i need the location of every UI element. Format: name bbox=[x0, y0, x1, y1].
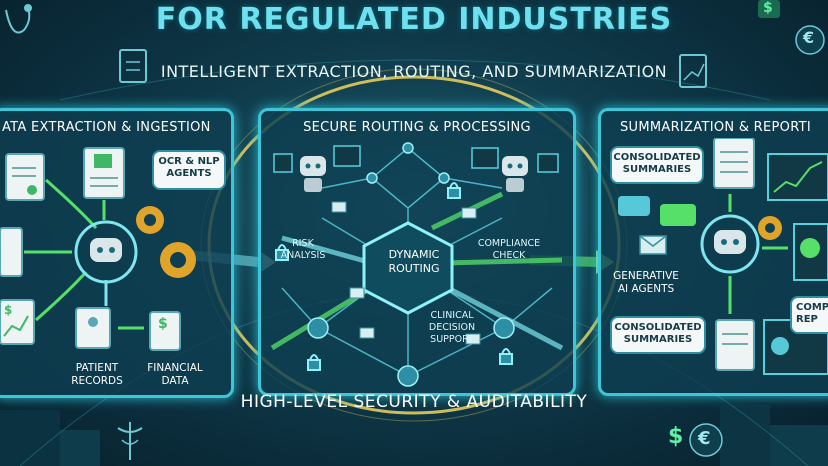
dollar-icon-top: $ bbox=[763, 0, 773, 16]
panel-title-routing: SECURE ROUTING & PROCESSING bbox=[303, 120, 531, 135]
compliance-report-bubble: COMP REP bbox=[790, 296, 828, 334]
routing-network-graphics bbox=[270, 142, 564, 387]
ocr-nlp-agents-bubble: OCR & NLP AGENTS bbox=[152, 150, 226, 190]
dollar-icon-left: $ bbox=[4, 303, 13, 317]
caduceus-icon bbox=[117, 422, 143, 460]
dollar-icon-bottom: $ bbox=[668, 424, 684, 449]
financial-data-icon bbox=[149, 311, 181, 351]
financial-document-icon-left bbox=[0, 299, 35, 345]
diagram-title: FOR REGULATED INDUSTRIES bbox=[155, 2, 673, 37]
pie-chart-monitor-icon bbox=[793, 223, 828, 281]
gear-icon bbox=[136, 206, 164, 234]
panel-title-summarization: SUMMARIZATION & REPORTI bbox=[620, 120, 811, 135]
generative-ai-agents-label: GENERATIVE AI AGENTS bbox=[613, 270, 679, 295]
document-icon-top-left bbox=[119, 49, 147, 83]
robot-icon-left bbox=[300, 156, 326, 192]
consolidated-summaries-bubble-top: CONSOLIDATED SUMMARIES bbox=[610, 146, 704, 184]
envelope-icon bbox=[331, 201, 481, 345]
envelope-icon-right bbox=[639, 235, 667, 255]
medical-document-icon bbox=[83, 147, 125, 199]
gear-icon-right bbox=[758, 216, 782, 240]
diagram-subtitle: INTELLIGENT EXTRACTION, ROUTING, AND SUM… bbox=[160, 62, 668, 81]
euro-coin-icon-bottom bbox=[689, 423, 723, 457]
security-auditability-banner: HIGH-LEVEL SECURITY & AUDITABILITY bbox=[240, 392, 588, 412]
compliance-check-label: COMPLIANCE CHECK bbox=[477, 238, 541, 261]
robot-agent-icon bbox=[74, 220, 138, 284]
chart-monitor-icon bbox=[767, 153, 828, 201]
patient-records-label: PATIENT RECORDS bbox=[71, 362, 123, 387]
chart-document-icon-top-right bbox=[679, 54, 707, 88]
financial-data-label: FINANCIAL DATA bbox=[147, 362, 203, 387]
dynamic-routing-hub bbox=[362, 221, 454, 315]
clinical-decision-support-label: CLINICAL DECISION SUPPORT bbox=[428, 310, 476, 345]
document-icon bbox=[5, 153, 45, 201]
consolidated-summaries-bubble-bottom: CONSOLIDATED SUMMARIES bbox=[610, 316, 706, 354]
lock-icon bbox=[275, 182, 513, 371]
summarization-graphics bbox=[618, 138, 828, 375]
stethoscope-icon bbox=[5, 4, 32, 34]
patient-record-icon bbox=[75, 307, 111, 349]
euro-icon-bottom: € bbox=[698, 428, 711, 449]
dynamic-routing-label: DYNAMIC ROUTING bbox=[388, 248, 440, 275]
extraction-graphics bbox=[0, 147, 196, 351]
summary-document-icon bbox=[713, 138, 755, 189]
gear-icon-large bbox=[160, 242, 196, 278]
robot-icon-right bbox=[502, 156, 528, 192]
monitor-icon bbox=[273, 145, 559, 173]
dollar-icon-financial: $ bbox=[158, 316, 168, 332]
euro-icon-top: € bbox=[803, 28, 815, 47]
report-document-icon bbox=[715, 319, 755, 371]
document-icon-middle bbox=[0, 227, 23, 277]
euro-coin-icon-top bbox=[795, 25, 825, 55]
dollar-badge-icon bbox=[758, 0, 780, 18]
robot-agent-icon-right bbox=[700, 214, 760, 274]
risk-analysis-label: RISK ANALYSIS bbox=[280, 238, 326, 261]
chat-bubble-icon bbox=[618, 196, 696, 226]
panel-title-extraction: ATA EXTRACTION & INGESTION bbox=[2, 120, 211, 135]
